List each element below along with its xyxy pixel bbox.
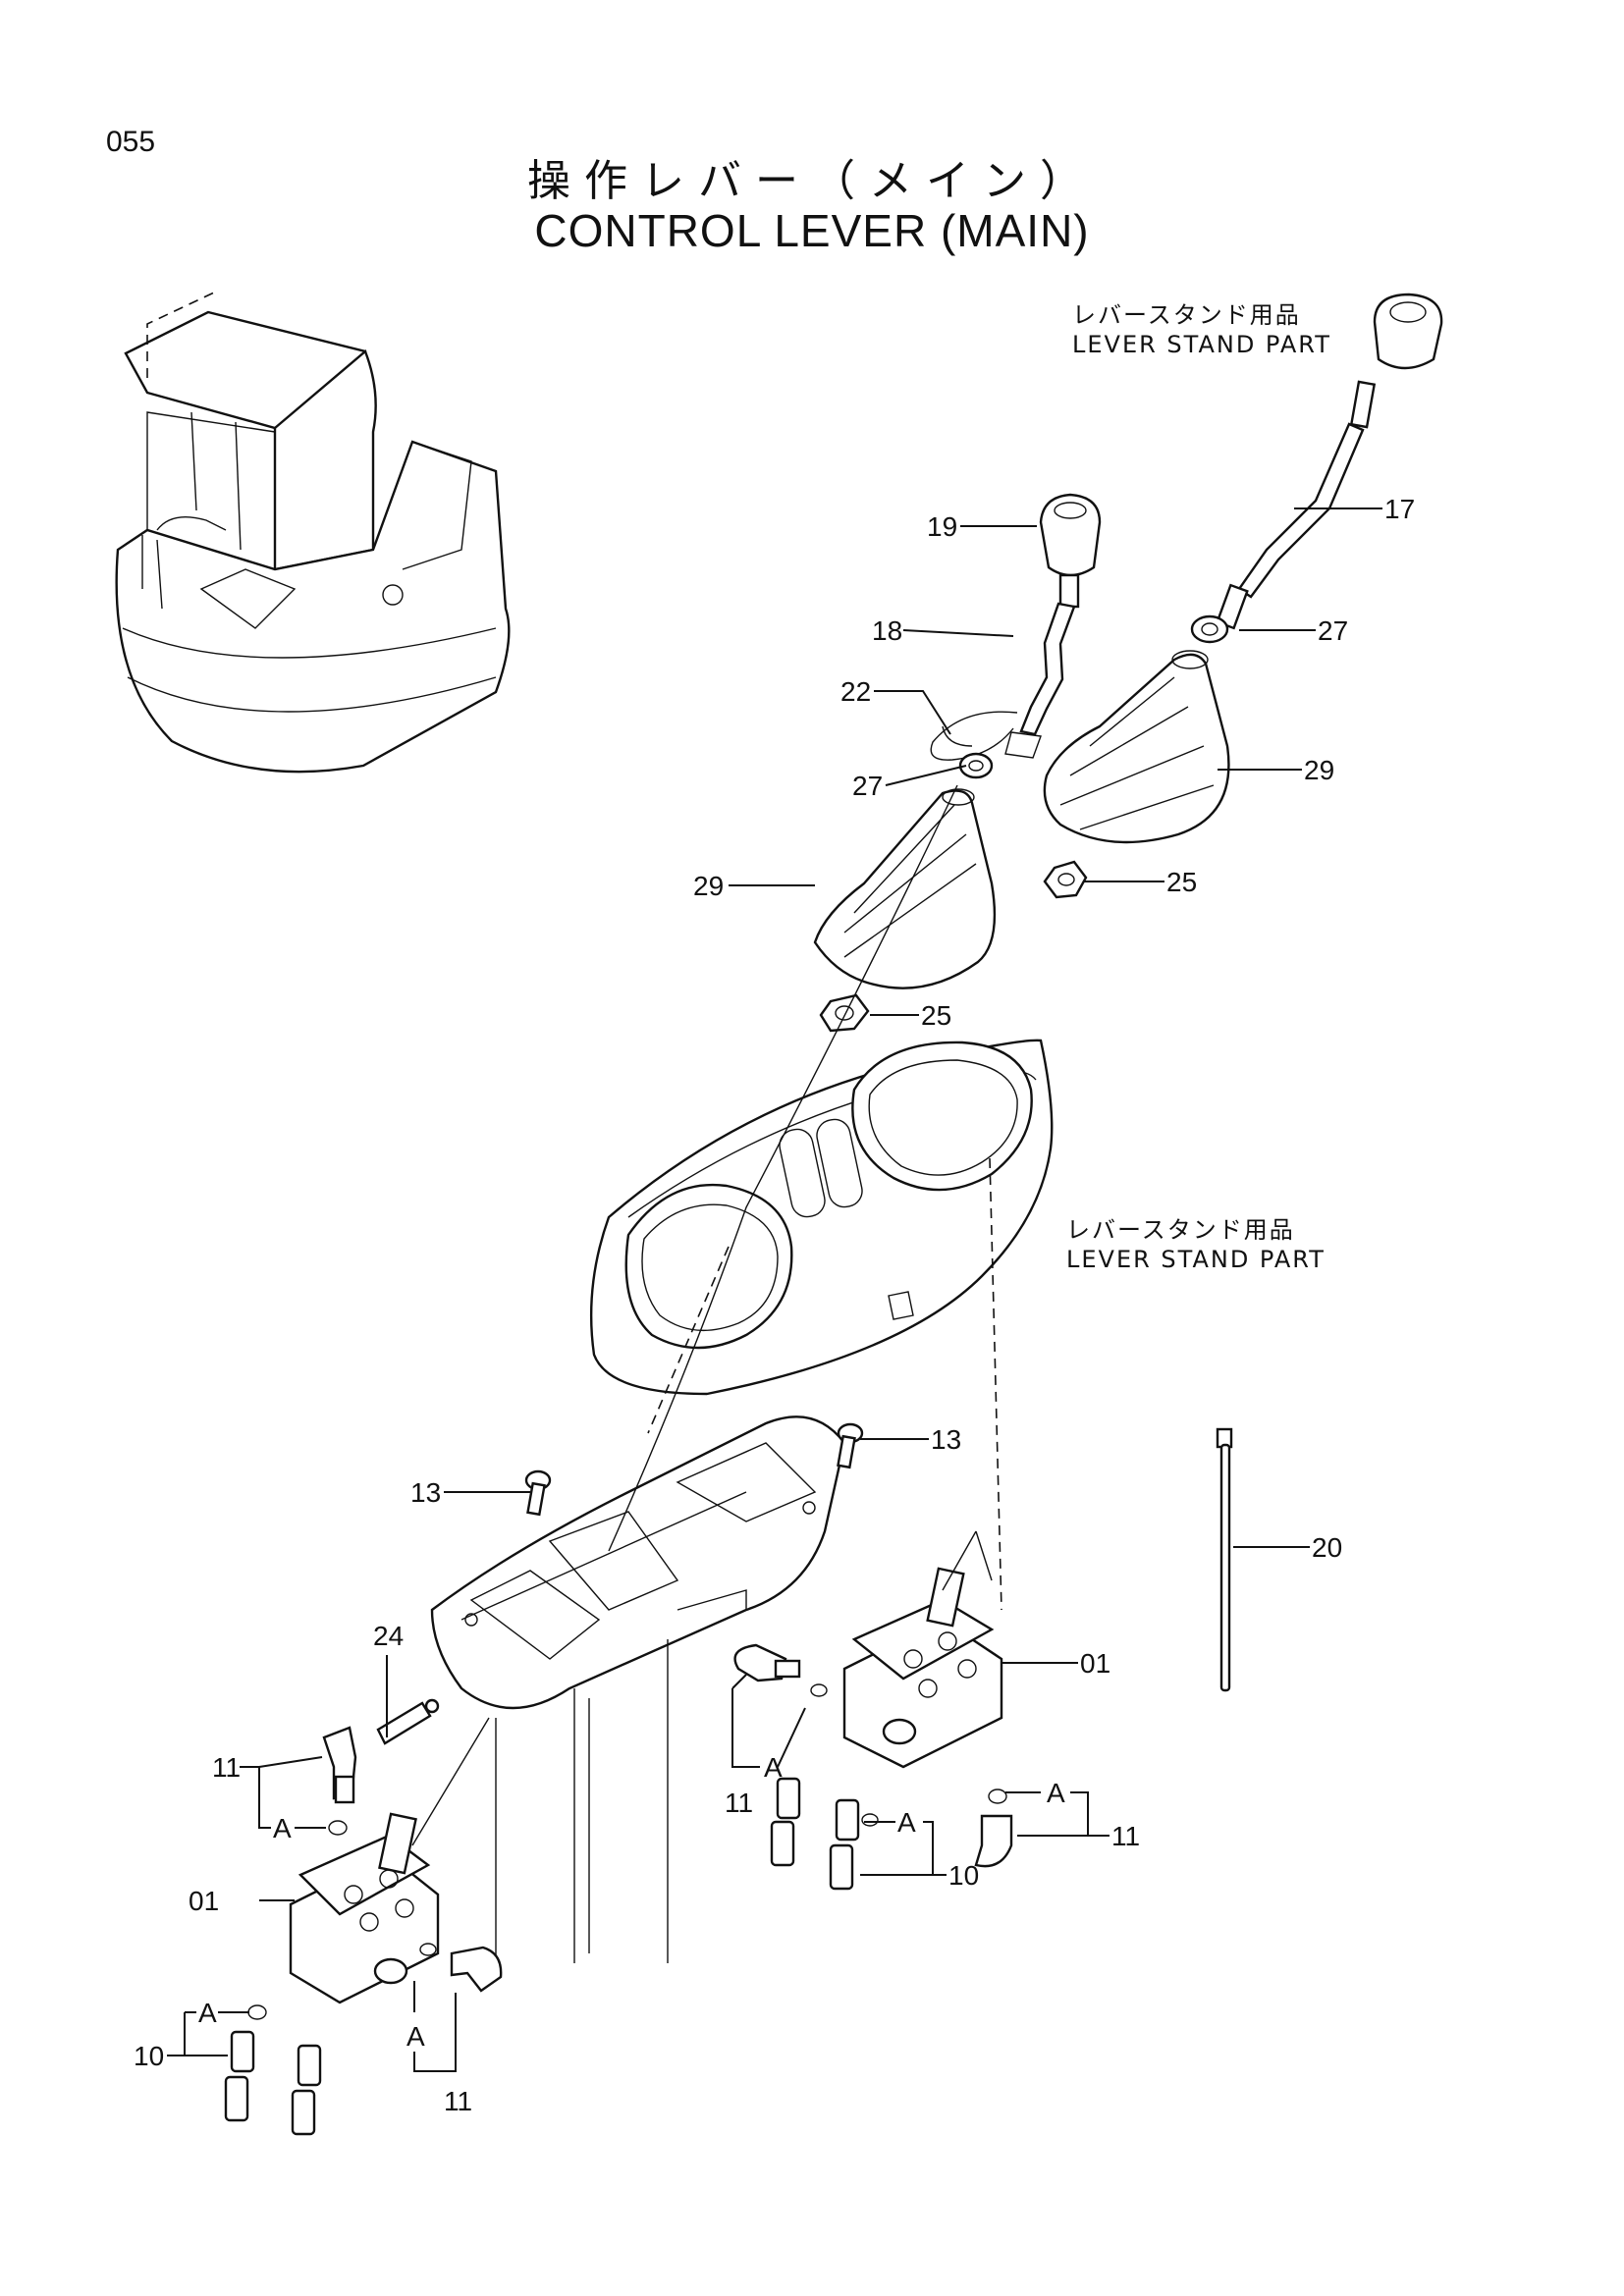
callout-27-right: 27 [1318,615,1348,646]
nut-25-right [1043,860,1088,899]
oring-a-2 [810,1683,828,1697]
oring-a-6 [419,1943,437,1956]
lever-stand-cover [589,1039,1054,1396]
callout-20: 20 [1312,1532,1342,1563]
knob-19 [1039,493,1102,609]
callout-11-right: 11 [1111,1821,1140,1851]
note-en: LEVER STAND PART [1066,1246,1326,1273]
callout-a-1: A [273,1813,292,1843]
callout-labels: 19 17 18 27 22 27 29 29 25 25 13 13 20 2… [134,494,1415,2116]
callout-a-6: A [406,2021,425,2052]
knob-top-right [1373,293,1443,370]
oring-a-4 [861,1813,879,1827]
page-number: 055 [106,126,156,158]
callout-18: 18 [872,615,902,646]
title-english: CONTROL LEVER (MAIN) [534,205,1090,256]
callout-25-right: 25 [1166,867,1197,897]
adapters-10-right [770,1777,860,1891]
callout-11-top-left: 11 [212,1752,241,1783]
elbow-11-right [974,1814,1013,1868]
note-jp: レバースタンド用品 [1072,301,1301,329]
guide-arrow-right [942,1530,993,1591]
adapters-10-left [224,2030,322,2136]
lever-base-plate [430,1415,846,1963]
callout-27-left: 27 [852,771,883,801]
guide-line-left-valve [411,1717,490,1846]
oring-a-1 [328,1820,348,1836]
title-japanese: 操作レバー（メイン） [527,156,1097,206]
elbow-11-center [733,1643,801,1682]
callout-13-right: 13 [931,1424,961,1455]
pilot-valve-01-right [842,1567,1003,1769]
nut-27-left [958,752,994,779]
callout-a-5: A [198,1998,217,2028]
callout-a-4: A [897,1807,916,1838]
note-jp: レバースタンド用品 [1066,1216,1295,1244]
callout-01-left: 01 [189,1886,219,1916]
oring-a-3 [988,1789,1007,1804]
callout-10-left: 10 [134,2041,164,2071]
callout-10-right: 10 [948,1860,979,1891]
cable-line-left [608,784,958,1552]
callout-a-2: A [764,1752,783,1783]
elbow-11-top-left [322,1726,357,1804]
callout-13-left: 13 [410,1477,441,1508]
lever-18 [1004,602,1076,759]
leader-lines [167,507,1382,2072]
callout-01-right: 01 [1080,1648,1110,1679]
note-lever-stand-top: レバースタンド用品 LEVER STAND PART [1072,300,1331,359]
bolt-13-left [524,1469,552,1517]
cable-tie-20 [1216,1427,1233,1692]
callout-17: 17 [1384,494,1415,524]
dashed-guide-2 [989,1157,1002,1611]
pilot-valve-01-left [289,1812,440,2004]
callout-25-left: 25 [921,1000,951,1031]
dashed-guide-1 [647,1246,730,1434]
note-lever-stand-middle: レバースタンド用品 LEVER STAND PART [1066,1215,1326,1274]
lever-17 [1216,380,1377,630]
nut-27-right [1190,614,1229,644]
callout-11-center: 11 [725,1788,753,1818]
callout-a-3: A [1047,1778,1065,1808]
guide-line-1 [677,1589,747,1611]
oring-a-5 [247,2004,267,2020]
clip-22 [930,711,1018,761]
fitting-24 [376,1698,440,1745]
callout-29-right: 29 [1304,755,1334,785]
elbow-11-bottom-left [450,1946,503,1993]
callout-19: 19 [927,511,957,542]
boot-29-right [1043,650,1230,844]
callout-29-left: 29 [693,871,724,901]
note-en: LEVER STAND PART [1072,331,1331,358]
boot-29-left [813,788,997,989]
nut-25-left [819,993,870,1033]
callout-22: 22 [840,676,871,707]
callout-24: 24 [373,1621,404,1651]
cab-overview-illustration [115,292,511,774]
callout-11-bottom: 11 [444,2086,472,2116]
bolt-13-right [837,1422,864,1469]
